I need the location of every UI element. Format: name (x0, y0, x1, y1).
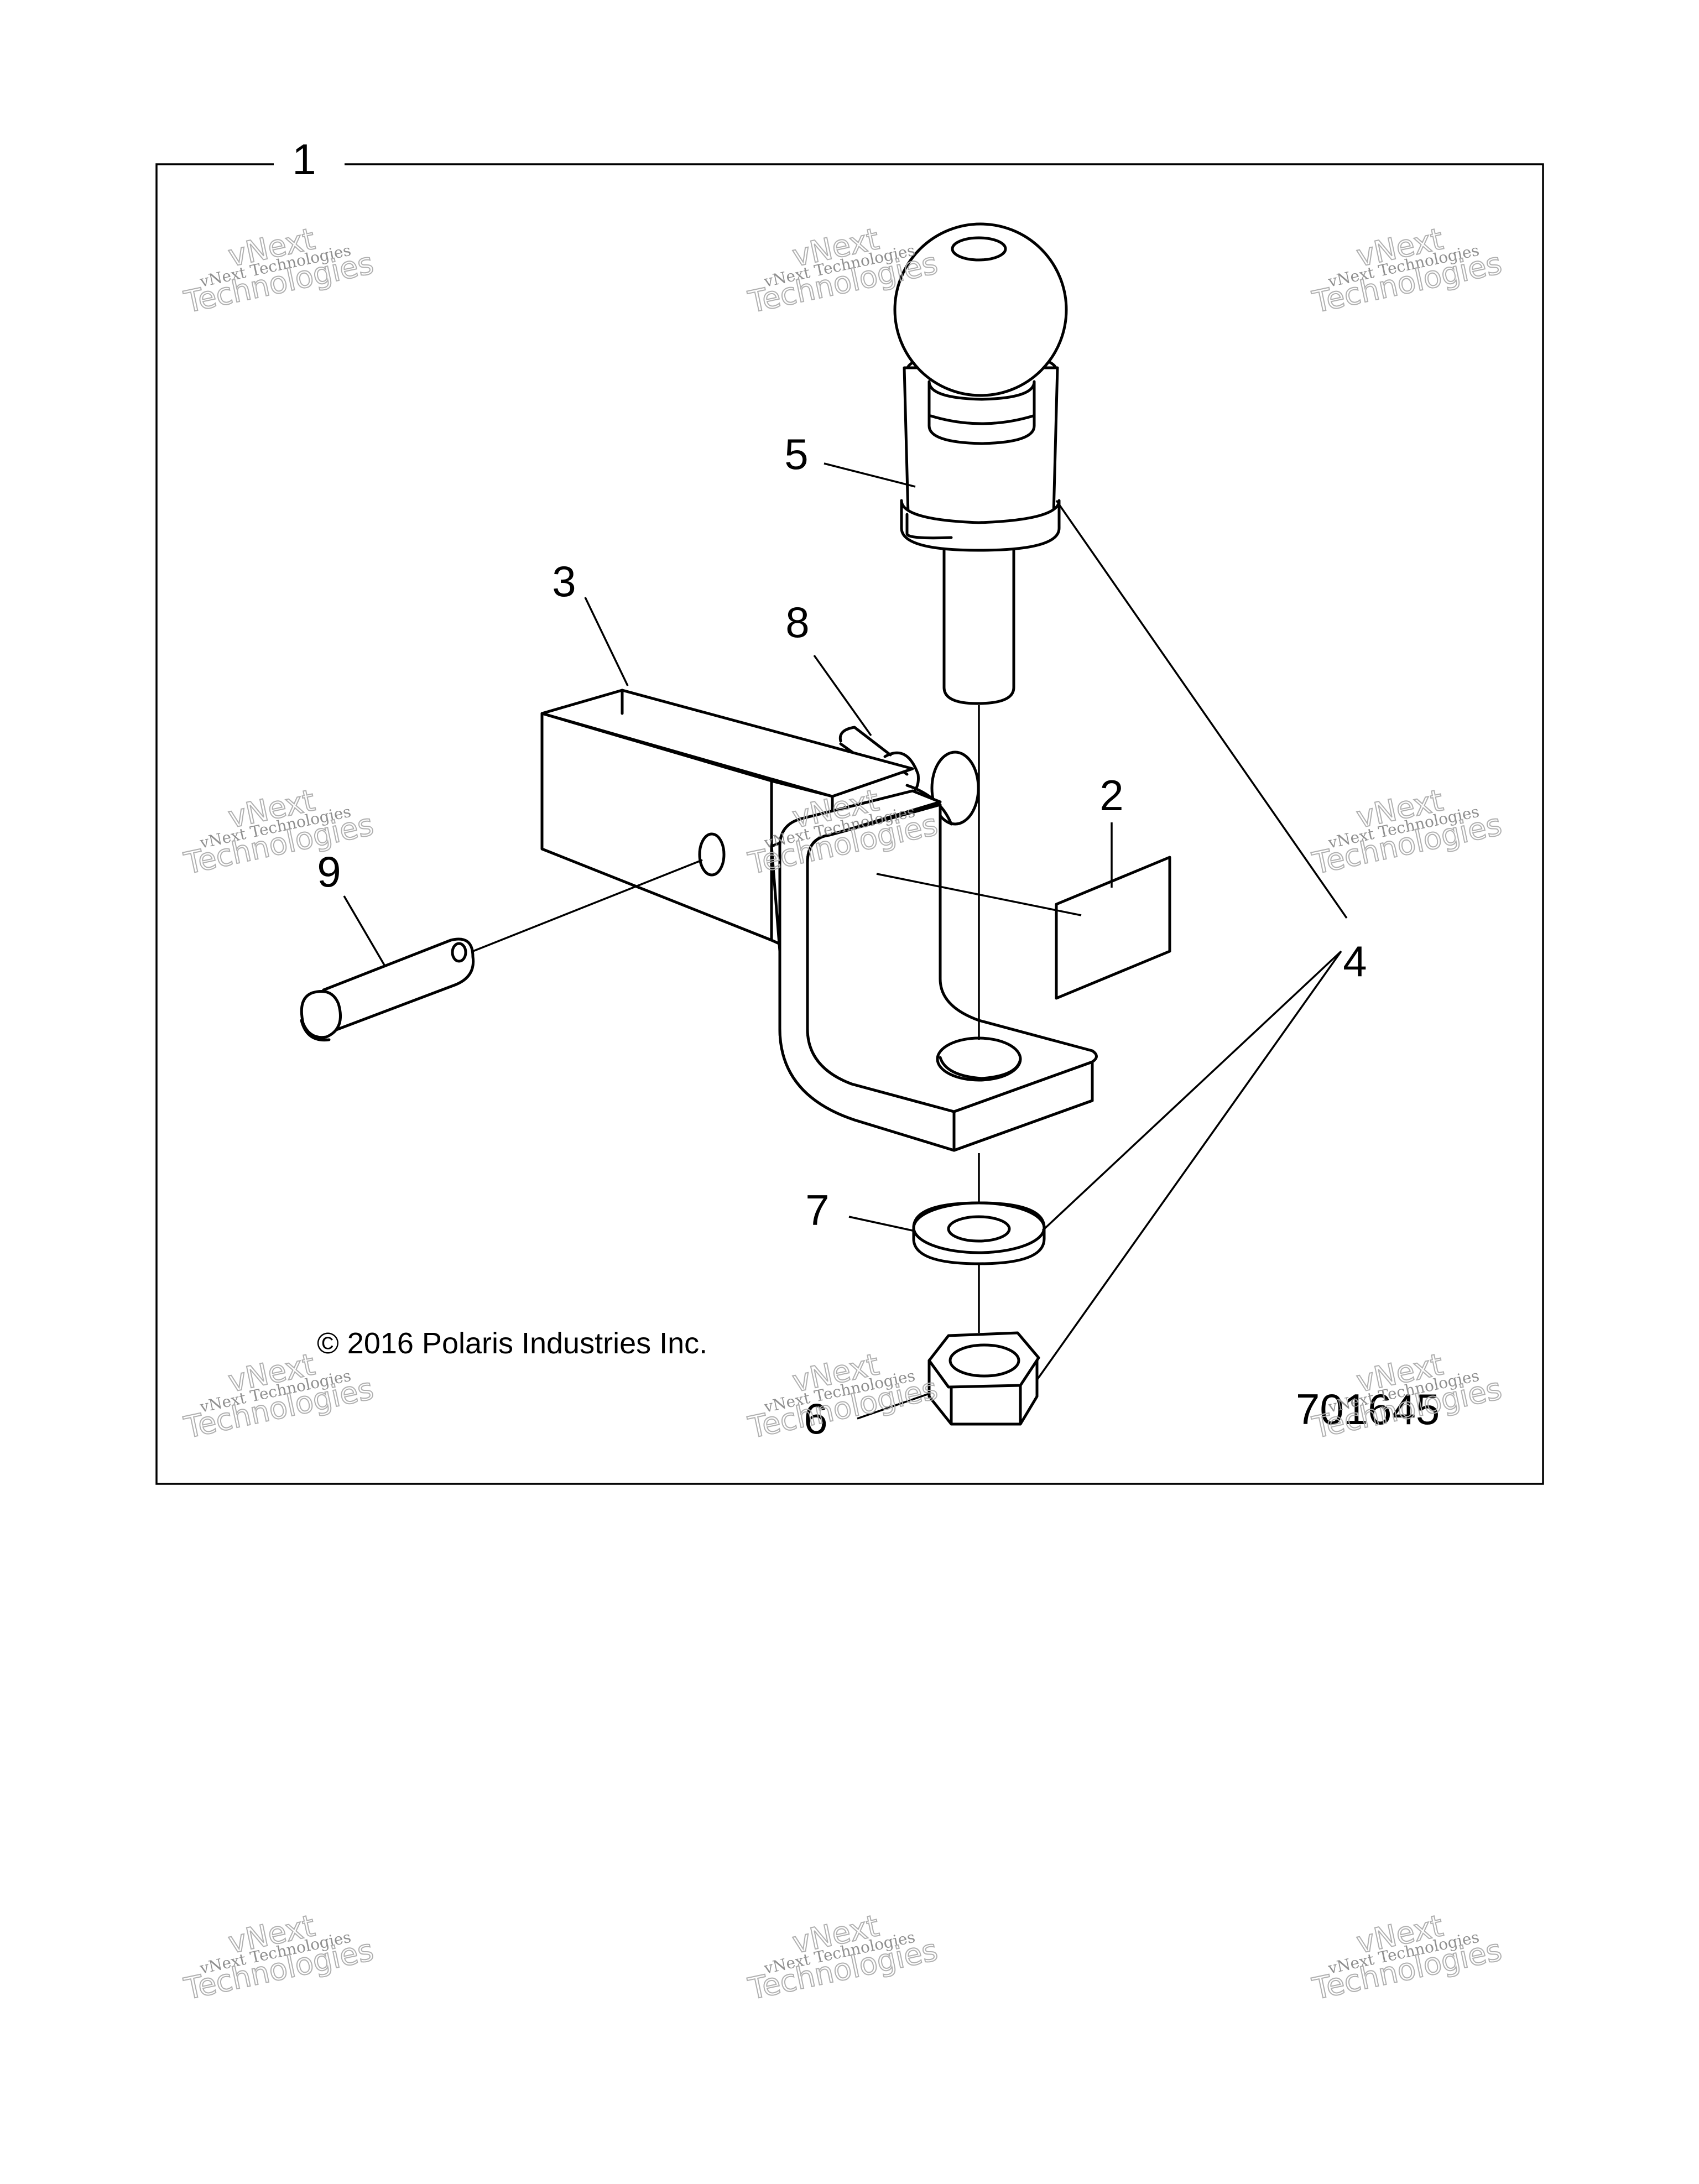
callout-5: 5 (784, 430, 808, 478)
decal-label (1055, 856, 1171, 1000)
callout-numbers: 1 2 3 4 5 6 7 8 9 (292, 135, 1367, 1443)
watermark: vNext vNext Technologies Technologies (180, 782, 377, 882)
assembly-centerlines (472, 705, 980, 1333)
hitch-ball (893, 222, 1068, 705)
callout-1: 1 (292, 135, 316, 184)
watermark: vNext vNext Technologies Technologies (1309, 1907, 1505, 2007)
flat-washer (912, 1201, 1046, 1265)
callout-7: 7 (805, 1186, 829, 1234)
figure-number: 701645 (1296, 1385, 1440, 1434)
watermark: vNext vNext Technologies Technologies (180, 1907, 377, 2007)
hex-nut (927, 1331, 1040, 1426)
callout-3: 3 (552, 557, 576, 606)
watermark: vNext vNext Technologies Technologies (744, 1346, 941, 1446)
copyright-notice: © 2016 Polaris Industries Inc. (317, 1327, 707, 1360)
watermark: vNext vNext Technologies Technologies (1309, 782, 1505, 882)
watermark: vNext vNext Technologies Technologies (180, 221, 377, 320)
callout-8: 8 (785, 598, 809, 647)
leader-lines (343, 462, 1348, 1420)
assembly-frame (155, 163, 1544, 1485)
callout-6: 6 (804, 1394, 827, 1443)
watermark: vNext vNext Technologies Technologies (1309, 221, 1505, 320)
callout-9: 9 (317, 847, 341, 896)
hitch-pin (300, 937, 475, 1042)
drawbar (540, 689, 1098, 1152)
watermark: vNext vNext Technologies Technologies (744, 1907, 941, 2007)
callout-2: 2 (1099, 771, 1123, 820)
callout-4: 4 (1343, 937, 1367, 986)
